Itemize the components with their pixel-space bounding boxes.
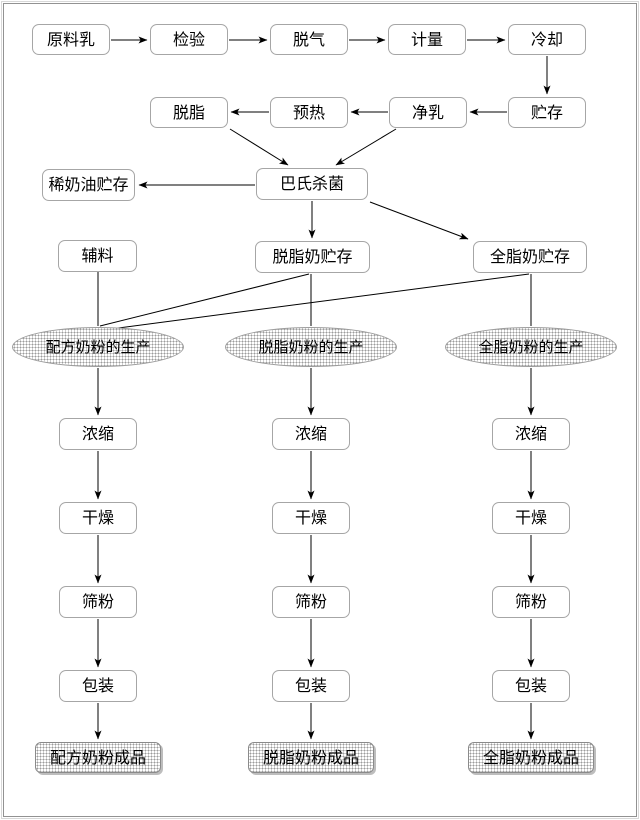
node-concentration-3: 浓缩 xyxy=(492,418,570,450)
node-storage: 贮存 xyxy=(508,97,586,128)
node-drying-1: 干燥 xyxy=(59,502,137,534)
node-skim-powder-production: 脱脂奶粉的生产 xyxy=(225,327,397,367)
node-packaging-1: 包装 xyxy=(59,670,137,702)
node-label: 冷却 xyxy=(530,29,563,49)
flow-line xyxy=(102,273,530,331)
flow-arrow xyxy=(335,128,397,166)
node-label: 干燥 xyxy=(81,508,114,528)
node-inspection: 检验 xyxy=(150,24,228,55)
flow-arrow xyxy=(229,128,289,166)
node-label: 净乳 xyxy=(411,102,444,122)
node-label: 贮存 xyxy=(530,102,563,122)
node-drying-3: 干燥 xyxy=(492,502,570,534)
node-label: 浓缩 xyxy=(514,424,547,444)
node-label: 脱脂奶粉成品 xyxy=(262,747,359,767)
node-label: 筛粉 xyxy=(294,592,327,612)
node-label: 干燥 xyxy=(294,508,327,528)
node-drying-2: 干燥 xyxy=(272,502,350,534)
node-whole-powder-product: 全脂奶粉成品 xyxy=(468,742,594,773)
node-whole-milk-storage: 全脂奶贮存 xyxy=(473,241,587,273)
node-label: 巴氏杀菌 xyxy=(279,174,344,194)
node-formula-powder-product: 配方奶粉成品 xyxy=(35,742,161,773)
node-concentration-1: 浓缩 xyxy=(59,418,137,450)
node-sieving-3: 筛粉 xyxy=(492,586,570,618)
node-label: 原料乳 xyxy=(46,29,95,49)
node-label: 全脂奶贮存 xyxy=(489,247,570,267)
node-sieving-2: 筛粉 xyxy=(272,586,350,618)
node-label: 全脂奶粉的生产 xyxy=(478,337,584,356)
node-sieving-1: 筛粉 xyxy=(59,586,137,618)
node-raw-milk: 原料乳 xyxy=(32,24,110,55)
node-label: 脱气 xyxy=(292,29,325,49)
node-degassing: 脱气 xyxy=(270,24,348,55)
node-label: 检验 xyxy=(172,29,205,49)
node-label: 包装 xyxy=(81,676,114,696)
flow-arrow xyxy=(369,201,469,240)
node-cream-storage: 稀奶油贮存 xyxy=(42,169,135,201)
node-label: 配方奶粉成品 xyxy=(49,747,146,767)
node-concentration-2: 浓缩 xyxy=(272,418,350,450)
node-defatting: 脱脂 xyxy=(150,97,228,128)
node-label: 脱脂 xyxy=(172,102,205,122)
node-metering: 计量 xyxy=(388,24,466,55)
node-preheating: 预热 xyxy=(270,97,348,128)
node-formula-powder-production: 配方奶粉的生产 xyxy=(12,327,184,367)
node-cooling: 冷却 xyxy=(508,24,586,55)
node-pasteurization: 巴氏杀菌 xyxy=(256,168,368,200)
flow-line xyxy=(99,273,310,327)
node-packaging-2: 包装 xyxy=(272,670,350,702)
node-label: 预热 xyxy=(292,102,325,122)
node-label: 全脂奶粉成品 xyxy=(482,747,579,767)
node-label: 包装 xyxy=(294,676,327,696)
node-packaging-3: 包装 xyxy=(492,670,570,702)
node-label: 配方奶粉的生产 xyxy=(45,337,151,356)
node-label: 筛粉 xyxy=(514,592,547,612)
node-skim-milk-storage: 脱脂奶贮存 xyxy=(255,241,370,273)
node-label: 脱脂奶贮存 xyxy=(272,247,353,267)
node-label: 包装 xyxy=(514,676,547,696)
node-label: 浓缩 xyxy=(81,424,114,444)
node-label: 脱脂奶粉的生产 xyxy=(258,337,364,356)
node-label: 浓缩 xyxy=(294,424,327,444)
node-auxiliary-materials: 辅料 xyxy=(58,240,137,272)
node-label: 筛粉 xyxy=(81,592,114,612)
node-label: 稀奶油贮存 xyxy=(48,175,129,195)
node-skim-powder-product: 脱脂奶粉成品 xyxy=(248,742,374,773)
node-label: 干燥 xyxy=(514,508,547,528)
node-label: 计量 xyxy=(410,29,443,49)
node-clarification: 净乳 xyxy=(389,97,467,128)
node-whole-powder-production: 全脂奶粉的生产 xyxy=(445,327,617,367)
node-label: 辅料 xyxy=(81,246,114,266)
